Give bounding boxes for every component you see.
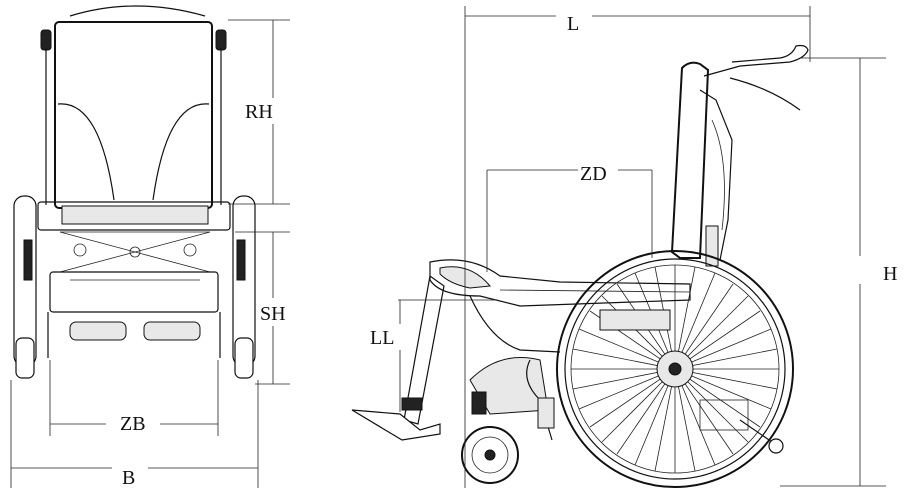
front-footplate-right [143,321,201,341]
side-front-caster [461,426,519,484]
front-handle-right [215,29,227,51]
front-backrest [54,21,213,209]
label-rh: RH [245,101,273,123]
side-lower-frame [469,295,561,353]
front-cross-brace [59,231,211,273]
side-caster-fork [471,391,487,415]
label-h: H [883,263,897,285]
label-zb: ZB [120,413,146,435]
side-antitip-wheel [768,438,784,454]
front-hub-right [236,239,246,281]
front-dimensions [10,19,290,488]
side-brake-lever [729,77,801,111]
dimension-labels: RH SH ZB B L ZD LL H [120,13,897,489]
side-view [351,44,809,488]
side-gas-spring [705,225,719,267]
front-hub-left [23,239,33,281]
front-seat-cushion [61,205,209,225]
label-b: B [122,467,135,488]
side-tilt-rail [599,309,671,331]
front-backrest-curve-left [57,103,115,201]
front-lower-frame [49,271,219,313]
label-zd: ZD [580,163,607,185]
front-canopy-arc [69,5,206,17]
front-footplate-left [69,321,127,341]
side-footplate [351,409,441,441]
side-legrest [403,274,445,425]
side-tilt-bracket [699,399,749,431]
front-handle-left [40,29,52,51]
side-backrest [670,61,710,259]
side-brake [537,397,555,429]
label-ll: LL [370,327,394,349]
front-seat-frame [37,201,231,231]
side-caster-housing [469,357,549,415]
side-handrim [564,258,786,480]
side-legrest-clamp [401,397,423,411]
label-sh: SH [260,303,286,325]
side-rear-tube [699,89,733,261]
label-l: L [567,13,579,35]
front-caster-right [234,337,254,379]
side-rear-wheel [556,250,794,488]
front-view [13,5,256,379]
front-backrest-curve-right [152,103,210,201]
side-dimensions [398,6,886,488]
front-caster-left [15,337,35,379]
side-push-handle [703,44,809,77]
